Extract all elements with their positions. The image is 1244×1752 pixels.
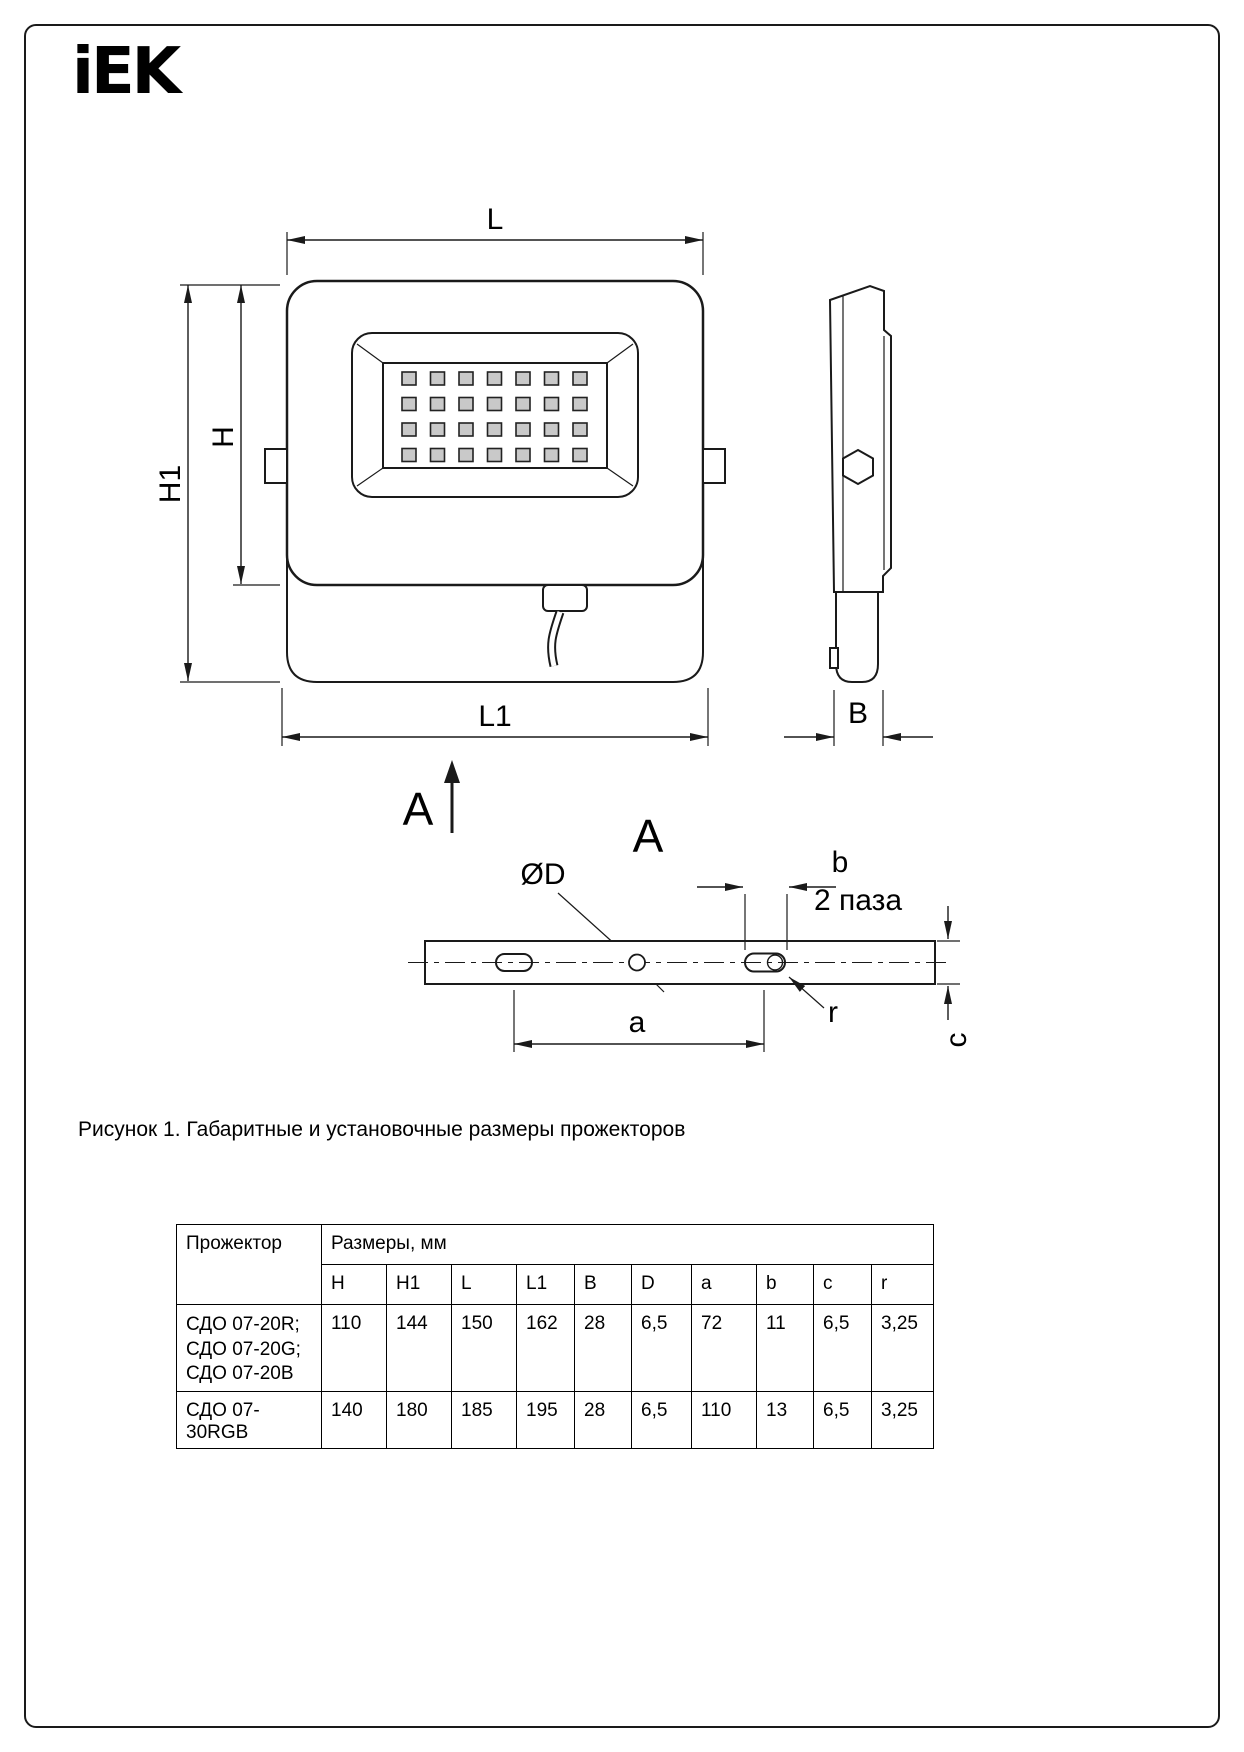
side-clamp xyxy=(829,647,839,669)
led-matrix xyxy=(401,371,588,463)
dim-label-L: L xyxy=(487,203,504,236)
section-view-a: A ØD b 2 паза c xyxy=(408,810,973,1052)
header-dim: a xyxy=(691,1264,757,1305)
dimension-H: H xyxy=(207,285,280,586)
cable-gland xyxy=(542,584,588,612)
side-bracket-arm xyxy=(835,592,879,683)
left-pivot-tab xyxy=(264,448,288,484)
header-dim: H xyxy=(321,1264,387,1305)
header-dim: L1 xyxy=(516,1264,575,1305)
projector-name-line: СДО 07-20B xyxy=(186,1363,294,1385)
dimension-B: B xyxy=(784,690,933,746)
cell-value: 28 xyxy=(574,1303,632,1393)
header-sizes: Размеры, мм xyxy=(321,1224,934,1265)
dimension-H1: H1 xyxy=(154,284,280,683)
dimension-drawing: L H1 H L1 B xyxy=(154,203,973,1052)
dim-label-L1: L1 xyxy=(478,700,511,733)
section-title: A xyxy=(633,810,664,862)
cell-value: 6,5 xyxy=(631,1391,692,1450)
dim-label-a: a xyxy=(629,1006,646,1039)
dim-label-c: c xyxy=(940,1033,973,1048)
side-view xyxy=(828,284,892,683)
cell-value: 11 xyxy=(756,1303,814,1393)
lens-outer-frame xyxy=(351,332,639,498)
center-hole xyxy=(628,953,646,972)
dimension-L: L xyxy=(286,203,704,275)
cell-value: 72 xyxy=(691,1303,757,1393)
dim-label-H1: H1 xyxy=(154,465,187,503)
cell-value: 13 xyxy=(756,1391,814,1450)
right-slot xyxy=(744,952,786,973)
projector-name-line: СДО 07-20R; xyxy=(186,1314,300,1335)
dimension-L1: L1 xyxy=(281,688,709,746)
cell-value: 28 xyxy=(574,1391,632,1450)
cell-value: 144 xyxy=(386,1303,452,1393)
iek-logo: iEK xyxy=(72,35,181,109)
cell-value: 195 xyxy=(516,1391,575,1450)
cell-value: 3,25 xyxy=(871,1303,934,1393)
header-projector: Прожектор xyxy=(176,1224,322,1305)
mounting-bracket xyxy=(286,470,704,683)
side-body xyxy=(828,284,892,593)
cell-value: 150 xyxy=(451,1303,517,1393)
cell-value: 162 xyxy=(516,1303,575,1393)
right-pivot-tab xyxy=(702,448,726,484)
page-border-frame xyxy=(24,24,1220,1728)
slots-label: 2 паза xyxy=(814,884,902,917)
dim-label-r: r xyxy=(828,996,838,1029)
cell-value: 110 xyxy=(321,1303,387,1393)
projector-name-line: СДО 07-20G; xyxy=(186,1338,301,1360)
header-dim: B xyxy=(574,1264,632,1305)
cell-value: 110 xyxy=(691,1391,757,1450)
cell-projector-name: СДО 07-20R; СДО 07-20G; СДО 07-20B xyxy=(176,1303,322,1393)
cell-projector-name: СДО 07-30RGB xyxy=(176,1391,322,1450)
header-dim: D xyxy=(631,1264,692,1305)
cell-value: 6,5 xyxy=(631,1303,692,1393)
header-dim: H1 xyxy=(386,1264,452,1305)
section-arrow-label: A xyxy=(403,783,434,835)
cell-value: 140 xyxy=(321,1391,387,1450)
dim-label-H: H xyxy=(207,426,240,448)
cell-value: 6,5 xyxy=(813,1391,872,1450)
table-header-row-1: Прожектор Размеры, мм xyxy=(176,1224,934,1305)
table-row: СДО 07-20R; СДО 07-20G; СДО 07-20B 110 1… xyxy=(176,1303,934,1393)
dim-label-diameter: ØD xyxy=(521,858,566,891)
header-dim: c xyxy=(813,1264,872,1305)
header-dim: L xyxy=(451,1264,517,1305)
header-dim: b xyxy=(756,1264,814,1305)
figure-caption: Рисунок 1. Габаритные и установочные раз… xyxy=(78,1118,686,1141)
header-dim: r xyxy=(871,1264,934,1305)
cell-value: 3,25 xyxy=(871,1391,934,1450)
cell-value: 180 xyxy=(386,1391,452,1450)
cell-value: 6,5 xyxy=(813,1303,872,1393)
dim-label-B: B xyxy=(848,697,868,730)
dimensions-table: Прожектор Размеры, мм H H1 L L1 B D a b … xyxy=(176,1224,934,1450)
table-row: СДО 07-30RGB 140 180 185 195 28 6,5 110 … xyxy=(176,1391,934,1450)
pivot-hex-nut xyxy=(842,448,874,486)
right-slot-inner xyxy=(766,954,784,971)
dim-label-b: b xyxy=(832,846,849,879)
front-view xyxy=(264,279,726,683)
cell-value: 185 xyxy=(451,1391,517,1450)
lens-inner-frame xyxy=(382,362,608,469)
section-cut-arrow: A xyxy=(403,760,460,835)
left-slot xyxy=(495,953,533,972)
